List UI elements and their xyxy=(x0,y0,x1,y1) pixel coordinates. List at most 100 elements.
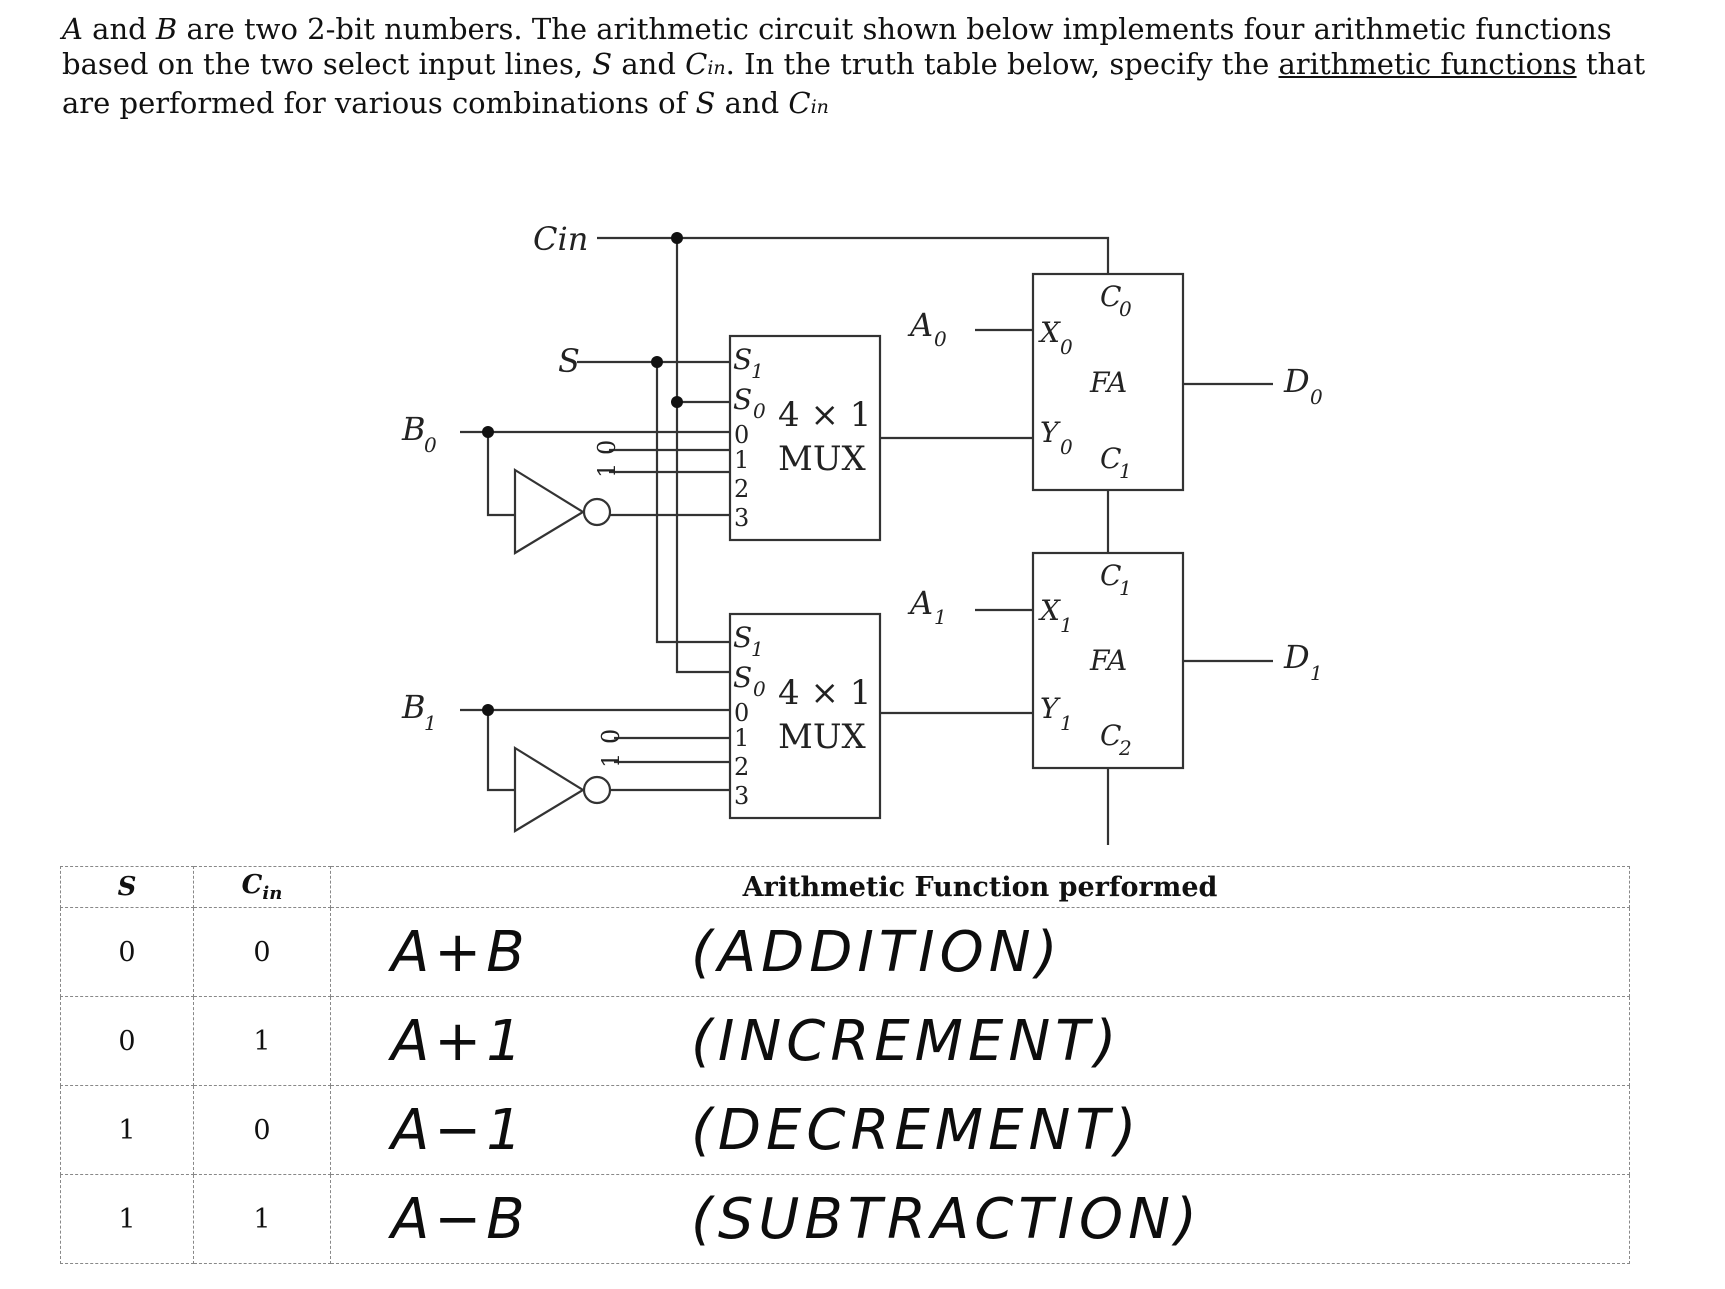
fa0-pin-cin: C xyxy=(1100,280,1121,313)
inverter-b0 xyxy=(513,468,612,555)
wires xyxy=(460,236,1273,845)
table-row: 1 0 A−1 (DECREMENT) xyxy=(60,1085,1630,1175)
function-expression: A+1 xyxy=(391,1008,527,1074)
fa1-pin-y-sub: 1 xyxy=(1060,711,1073,735)
fa0-pin-x-sub: 0 xyxy=(1060,335,1073,359)
function-name: (SUBTRACTION) xyxy=(691,1186,1202,1252)
label-b1-sub: 1 xyxy=(424,711,437,735)
label-a1: A xyxy=(907,584,933,622)
const-0-mux1: 0 xyxy=(597,729,625,744)
question-part-1: and xyxy=(82,12,156,46)
cell-cin: 0 xyxy=(193,1085,331,1175)
header-function: Arithmetic Function performed xyxy=(330,866,1630,908)
mux1-pin-s0: S xyxy=(733,661,752,694)
fa1-pin-cout: C xyxy=(1100,719,1121,752)
fa0-name: FA xyxy=(1089,366,1127,399)
cell-s: 0 xyxy=(60,996,194,1086)
function-expression: A+B xyxy=(391,919,530,985)
mux-0-box xyxy=(728,334,882,542)
truth-table: S Cin Arithmetic Function performed 0 0 … xyxy=(60,866,1630,1264)
table-row: 0 0 A+B(ADDITION) xyxy=(60,907,1630,997)
junction-dots xyxy=(482,232,683,716)
mux0-pin-s0-sub: 0 xyxy=(753,399,766,423)
cell-s: 1 xyxy=(60,1085,194,1175)
mux1-name: MUX xyxy=(778,717,866,757)
mux0-name: MUX xyxy=(778,439,866,479)
cell-cin: 1 xyxy=(193,996,331,1086)
label-b0: B xyxy=(401,410,426,448)
mux1-pin-2: 2 xyxy=(734,753,749,781)
var-s-2: S xyxy=(695,86,716,120)
const-0-mux0: 0 xyxy=(593,440,621,455)
cell-s: 1 xyxy=(60,1174,194,1264)
mux1-pin-s1-sub: 1 xyxy=(751,637,764,661)
label-b0-sub: 0 xyxy=(424,433,437,457)
label-d1-sub: 1 xyxy=(1310,661,1323,685)
label-a0-sub: 0 xyxy=(934,327,947,351)
mux0-pin-3: 3 xyxy=(734,504,749,532)
var-c-subscript-2: in xyxy=(810,96,829,118)
question-part-2: are two 2-bit numbers. The arithmetic ci… xyxy=(62,12,1612,81)
fa1-pin-x: X xyxy=(1038,594,1061,627)
cell-function: A+1(INCREMENT) xyxy=(330,996,1630,1086)
var-c: C xyxy=(685,47,708,81)
fa0-pin-cin-sub: 0 xyxy=(1119,297,1132,321)
fa-0-box xyxy=(1031,272,1185,492)
fa1-pin-x-sub: 1 xyxy=(1060,613,1073,637)
mux1-title: 4 × 1 xyxy=(778,673,871,713)
var-c-subscript: in xyxy=(707,57,726,79)
underlined-phrase: arithmetic functions xyxy=(1278,47,1577,81)
header-cin-c: C xyxy=(241,869,263,900)
mux0-pin-0: 0 xyxy=(734,421,749,449)
mux0-pin-2: 2 xyxy=(734,475,749,503)
mux0-pin-s1: S xyxy=(733,343,752,376)
fa0-pin-cout: C xyxy=(1100,442,1121,475)
mux1-pin-s1: S xyxy=(733,621,752,654)
label-d0: D xyxy=(1283,362,1310,400)
header-cin-sub: in xyxy=(262,883,283,905)
const-1-mux1: 1 xyxy=(597,753,625,768)
cell-function: A−B (SUBTRACTION) xyxy=(330,1174,1630,1264)
label-a1-sub: 1 xyxy=(934,605,947,629)
fa0-pin-y-sub: 0 xyxy=(1060,435,1073,459)
var-b: B xyxy=(155,12,178,46)
label-cin: Cin xyxy=(533,220,588,258)
mux0-title: 4 × 1 xyxy=(778,395,871,435)
cell-cin: 1 xyxy=(193,1174,331,1264)
fa0-pin-x: X xyxy=(1038,316,1061,349)
mux1-pin-s0-sub: 0 xyxy=(753,677,766,701)
question-text: A and B are two 2-bit numbers. The arith… xyxy=(62,12,1672,125)
fa1-pin-cin-sub: 1 xyxy=(1119,576,1132,600)
question-part-4: . In the truth table below, specify the xyxy=(725,47,1279,81)
fa-1-box xyxy=(1031,551,1185,770)
function-name: (DECREMENT) xyxy=(691,1097,1142,1163)
mux1-pin-3: 3 xyxy=(734,782,749,810)
table-row: 0 1 A+1(INCREMENT) xyxy=(60,996,1630,1086)
const-1-mux0: 1 xyxy=(593,463,621,478)
question-part-6: and xyxy=(715,86,789,120)
fa0-pin-cout-sub: 1 xyxy=(1119,459,1132,483)
label-d1: D xyxy=(1283,638,1310,676)
fa1-name: FA xyxy=(1089,644,1127,677)
var-c-2: C xyxy=(788,86,811,120)
mux1-pin-0: 0 xyxy=(734,699,749,727)
mux1-pin-1: 1 xyxy=(734,724,749,752)
cell-s: 0 xyxy=(60,907,194,997)
cell-function: A+B(ADDITION) xyxy=(330,907,1630,997)
function-expression: A−B xyxy=(391,1186,530,1252)
truth-table-header: S Cin Arithmetic Function performed xyxy=(60,866,1630,908)
mux0-pin-1: 1 xyxy=(734,446,749,474)
table-row: 1 1 A−B (SUBTRACTION) xyxy=(60,1174,1630,1264)
cell-cin: 0 xyxy=(193,907,331,997)
mux0-pin-s0: S xyxy=(733,383,752,416)
function-expression: A−1 xyxy=(391,1097,527,1163)
var-s: S xyxy=(592,47,613,81)
question-part-3: and xyxy=(612,47,686,81)
fa1-pin-y: Y xyxy=(1040,692,1061,725)
label-a0: A xyxy=(907,306,933,344)
label-s: S xyxy=(558,342,580,380)
fa1-pin-cout-sub: 2 xyxy=(1118,736,1132,760)
label-b1: B xyxy=(401,688,426,726)
fa0-pin-y: Y xyxy=(1040,416,1061,449)
